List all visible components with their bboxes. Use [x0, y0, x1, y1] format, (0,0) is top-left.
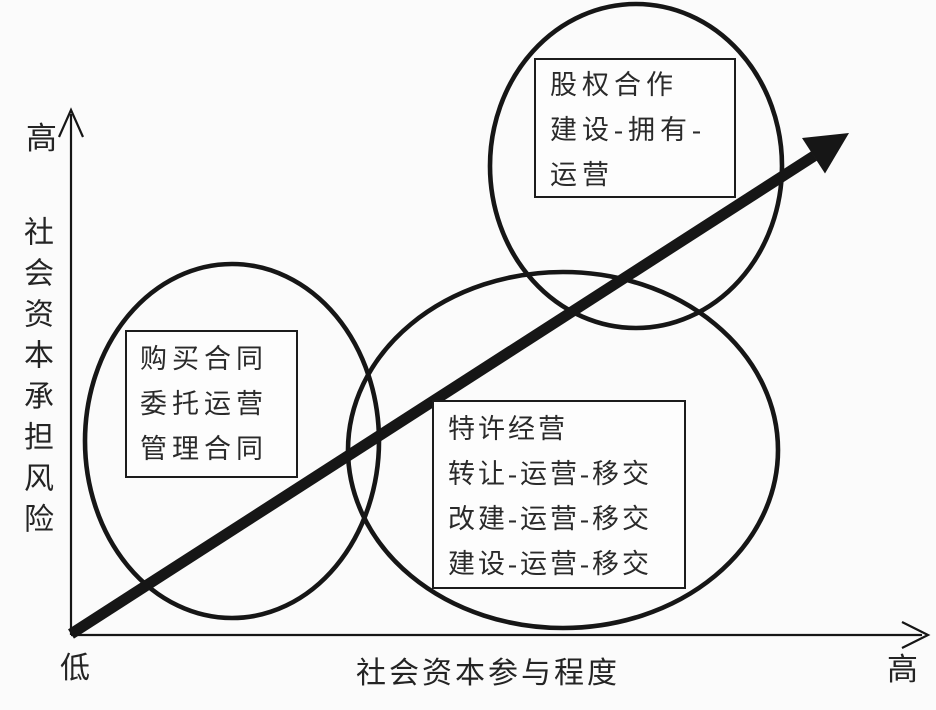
trend-arrow-shaft	[68, 151, 817, 639]
x-axis-arrowhead-icon	[901, 621, 931, 649]
y-axis-arrowhead-icon	[57, 107, 85, 138]
box-text-line: 转让-运营-移交	[448, 459, 652, 489]
box-text-line: 运营	[550, 160, 614, 190]
box-text-line: 股权合作	[550, 70, 678, 100]
y-axis-high-label: 高	[26, 121, 57, 156]
box-text-line: 特许经营	[448, 414, 568, 444]
trend-arrow-head-icon	[802, 133, 849, 174]
x-axis-low-label: 低	[60, 652, 90, 685]
box-text-line: 建设-运营-移交	[448, 549, 652, 579]
bubble-high-participation	[487, 1, 785, 331]
box-text-line: 委托运营	[140, 389, 268, 419]
x-axis-title: 社会资本参与程度	[356, 657, 620, 690]
label-box-franchise-modes: 特许经营转让-运营-移交改建-运营-移交建设-运营-移交	[432, 400, 686, 589]
label-box-equity-cooperation: 股权合作建设-拥有- 运营	[534, 58, 736, 198]
x-axis-high-label: 高	[887, 652, 918, 687]
box-text-line: 购买合同	[140, 344, 268, 374]
y-axis-title: 社会资本承担风险	[19, 216, 52, 544]
box-text-line: 管理合同	[140, 434, 268, 464]
box-text-line: 建设-拥有-	[550, 115, 706, 145]
box-text-line: 改建-运营-移交	[448, 504, 652, 534]
label-box-service-contracts: 购买合同委托运营管理合同	[125, 330, 298, 478]
